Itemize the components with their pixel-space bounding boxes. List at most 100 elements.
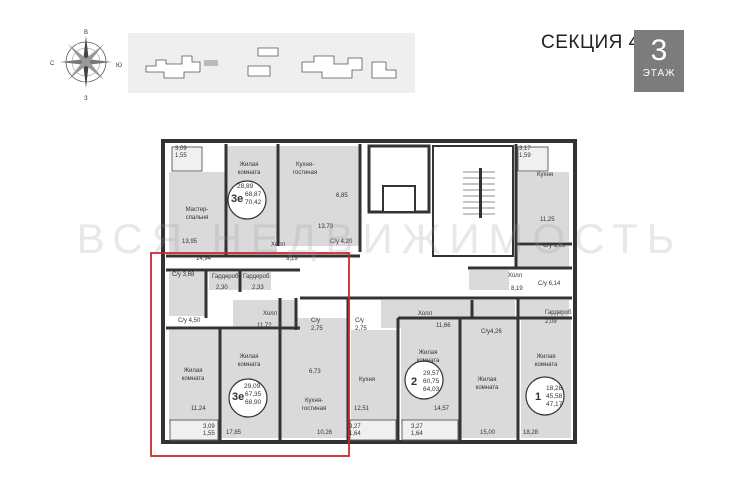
apartment-balcony-area: 47,17	[546, 401, 563, 408]
apartment-living-area: 18,28	[546, 385, 563, 392]
kitchen-living-label: Кухня-	[305, 398, 323, 404]
bathroom-area: С/у 4,50	[178, 318, 201, 324]
kitchen-living-label: гостиная	[302, 406, 326, 412]
room-area: 17,85	[226, 430, 242, 436]
room-area: 11,66	[436, 323, 451, 329]
key-plan	[128, 33, 415, 93]
master-bedroom-label: Мастер-	[186, 207, 209, 213]
room-fills	[169, 146, 571, 438]
compass-north: В	[84, 30, 88, 36]
apartment-rooms: 3е	[231, 193, 243, 205]
compass-south: З	[84, 96, 88, 102]
room-area: 9,19	[286, 256, 298, 262]
room-area: 6,73	[309, 369, 321, 375]
bathroom-area: 2,75	[355, 326, 367, 332]
room-area: 13,73	[318, 224, 334, 230]
compass-west: С	[50, 61, 55, 67]
apartment-balcony-area: 68,90	[245, 399, 262, 406]
bathroom-area: С/у 1,63	[543, 243, 566, 249]
balcony-area: 1,64	[349, 431, 361, 437]
apartment-balcony-area: 70,42	[245, 199, 262, 206]
room-area: 14,57	[434, 406, 450, 412]
living-room-label: Жилая	[184, 368, 203, 374]
wardrobe-label: Гардероб	[545, 310, 572, 316]
wardrobe-label: Гардероб	[243, 274, 270, 280]
balcony-area: 3,17	[519, 146, 531, 152]
compass-rose-icon	[60, 36, 112, 88]
living-room-label: Жилая	[240, 354, 259, 360]
bathroom-area: 2,75	[311, 326, 323, 332]
apartment-total-area: 45,58	[546, 393, 563, 400]
room-area: 10,26	[317, 430, 333, 436]
floor-label: ЭТАЖ	[642, 68, 676, 79]
living-room-label: Жилая	[478, 377, 497, 383]
living-room-label: комната	[417, 358, 440, 364]
apartment-badge-1[interactable]	[525, 376, 565, 416]
interior-walls	[166, 144, 572, 440]
balcony-area: 1,55	[203, 431, 215, 437]
room-area: 11,72	[257, 323, 272, 329]
room-area: 14,94	[196, 256, 212, 262]
balcony-area: 3,09	[175, 146, 187, 152]
room-area: 6,85	[336, 193, 348, 199]
kitchen-living-label: Кухня-	[296, 162, 314, 168]
living-room-label: комната	[182, 376, 205, 382]
room-area: 11,25	[540, 217, 555, 223]
room-area: 13,95	[182, 239, 198, 245]
hall-label: Холл	[418, 311, 433, 317]
balcony	[171, 146, 203, 172]
building-walls	[161, 139, 577, 444]
living-room-label: комната	[535, 362, 558, 368]
apartment-living-area: 28,89	[237, 183, 254, 190]
floor-badge: 3 ЭТАЖ	[634, 30, 684, 92]
apartment-balcony-area: 64,03	[423, 386, 440, 393]
room-area: 18,28	[523, 430, 539, 436]
living-room-label: Жилая	[240, 162, 259, 168]
hall-label: Холл	[508, 273, 523, 279]
room-area: 15,00	[480, 430, 496, 436]
apartment-badge-selected[interactable]	[228, 378, 268, 418]
balcony-area: 1,59	[519, 153, 531, 159]
apartment-living-area: 29,09	[244, 383, 261, 390]
bathroom-label: С/у	[311, 318, 320, 324]
apartment-rooms: 1	[535, 391, 541, 403]
bathroom-area: С/у 6,14	[538, 281, 561, 287]
apartment-badge-2[interactable]	[404, 360, 444, 400]
kitchen-label: Кухня	[359, 377, 375, 383]
kitchen-living-label: гостиная	[293, 170, 317, 176]
kitchen-label: Кухня	[537, 172, 553, 178]
apartment-total-area: 60,75	[423, 378, 440, 385]
apartment-badge-top[interactable]	[227, 180, 267, 220]
selected-apartment-outline[interactable]	[150, 252, 350, 457]
apartment-rooms: 2	[411, 376, 417, 388]
room-area: 11,24	[191, 406, 206, 412]
balcony-area: 3,27	[411, 424, 423, 430]
apartment-total-area: 68,87	[245, 191, 262, 198]
master-bedroom-label: спальня	[186, 215, 209, 221]
living-room-label: комната	[238, 362, 261, 368]
apartment-total-area: 67,35	[245, 391, 262, 398]
balcony-area: 1,64	[411, 431, 423, 437]
room-area: 12,51	[354, 406, 370, 412]
apartment-living-area: 29,57	[423, 370, 440, 377]
bottom-balconies	[169, 419, 459, 441]
wardrobe-label: Гардероб	[212, 274, 239, 280]
section-title: СЕКЦИЯ 4	[541, 32, 640, 53]
room-area: 2,09	[545, 319, 557, 325]
hall-label: Холл	[271, 242, 286, 248]
bathroom-label: С/у	[355, 318, 364, 324]
room-area: 2,33	[252, 285, 264, 291]
living-room-label: комната	[476, 385, 499, 391]
balcony	[517, 146, 549, 172]
compass-east: Ю	[116, 63, 122, 69]
bathroom-area: С/у 4,20	[330, 239, 353, 245]
stair-core	[367, 144, 514, 257]
apartment-rooms: 3е	[232, 391, 244, 403]
floor-number: 3	[650, 34, 668, 67]
living-room-label: Жилая	[537, 354, 556, 360]
room-area: 2,30	[216, 285, 228, 291]
room-area: 8,19	[511, 286, 523, 292]
balcony-area: 1,55	[175, 153, 187, 159]
bathroom-area: С/у 3,68	[172, 272, 195, 278]
